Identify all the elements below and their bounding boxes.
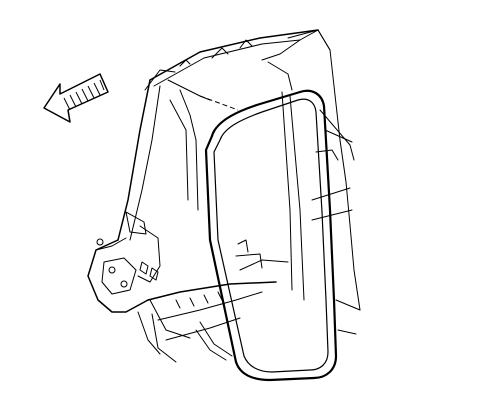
front-pillar [117,79,239,241]
seal-lower-corner [195,321,233,361]
hinge-pillar-bracket [87,211,191,363]
floor-edge [335,299,361,335]
rocker-sill [147,239,289,341]
front-direction-arrow-icon [43,73,109,123]
body-side-panel [281,29,361,311]
door-weatherstrip-seal [204,89,338,382]
